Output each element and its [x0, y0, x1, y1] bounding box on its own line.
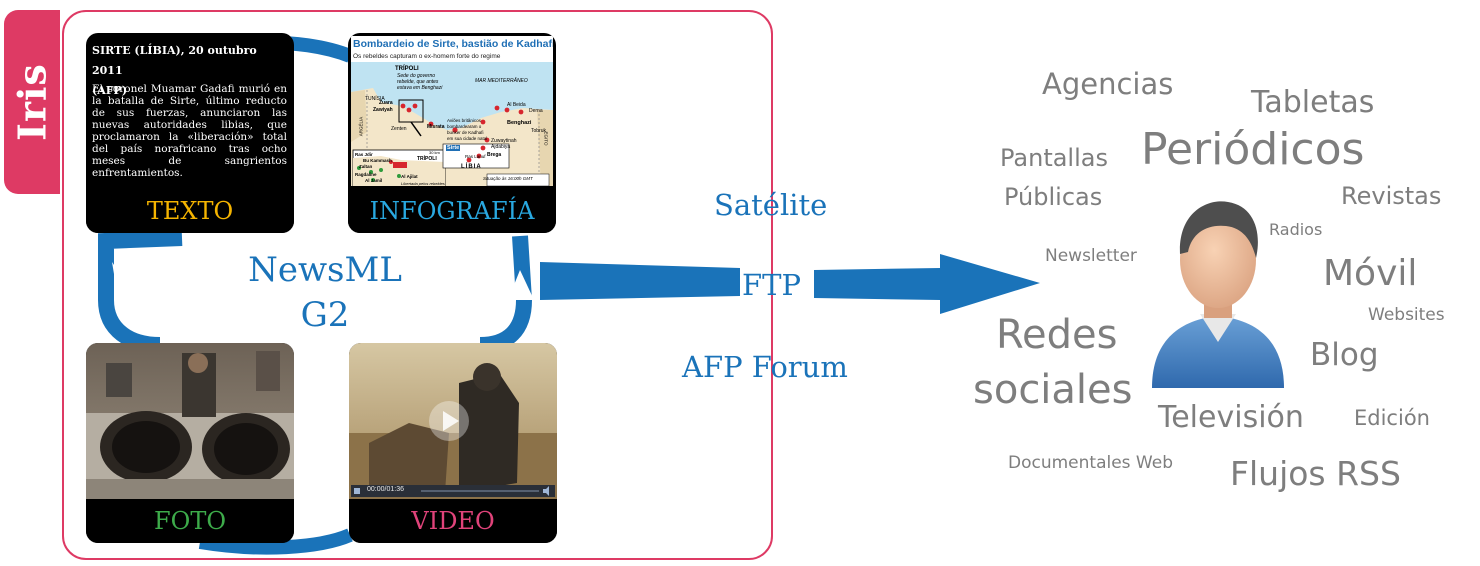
word-sociales: sociales [973, 367, 1133, 413]
infographic-map: Bombardeio de Sirte, bastião de Kadhafi … [351, 36, 553, 186]
word-edicion: Edición [1354, 406, 1430, 430]
map-label-alajilat: Al Ajilat [401, 174, 418, 179]
word-redes: Redes [996, 312, 1118, 358]
infographic-caption: INFOGRAFÍA [348, 189, 556, 233]
text-dateline-line: SIRTE (LÍBIA), 20 outubro 2011 [92, 44, 257, 77]
text-caption: TEXTO [86, 189, 294, 233]
map-label-note5: bombardearam o [447, 124, 482, 129]
map-label-tripoli-inset: TRÍPOLI [417, 156, 437, 162]
map-label-zaltan: Zaltan [359, 164, 373, 169]
map-label-note3: estava em Benghazi [397, 85, 443, 91]
photo-card[interactable]: FOTO [86, 343, 294, 543]
map-label-sea: MAR MEDITERRÂNEO [475, 78, 528, 84]
map-label-zueitina: Zuwaytinah [491, 138, 517, 144]
word-periodicos: Periódicos [1141, 124, 1365, 175]
map-label-raslanuf: Ras Lanuf [465, 154, 486, 159]
video-controls[interactable]: 00:00/01:36 [351, 485, 555, 497]
map-label-note7: em sua cidade natal [447, 136, 488, 141]
volume-icon[interactable] [543, 486, 549, 496]
map-label-zenten: Zenten [391, 126, 407, 132]
map-label-tunisia: TUNÍSIA [365, 96, 385, 102]
infographic-subtitle: Os rebeldes capturam o ex-homem forte do… [353, 53, 501, 60]
map-label-rasjdir: Ras Jdir [355, 152, 373, 157]
map-label-note2: rebelde, que antes [397, 79, 439, 85]
word-revistas: Revistas [1341, 182, 1442, 210]
channel-ftp: FTP [742, 268, 801, 302]
word-blog: Blog [1310, 337, 1379, 373]
map-label-sirte: Sirte [446, 145, 461, 151]
newsml-line2: G2 [300, 295, 350, 335]
map-label-brega: Brega [487, 152, 502, 158]
word-radios: Radios [1269, 220, 1323, 239]
iris-tab: Iris [4, 10, 60, 194]
map-label-ragdaline: Ragdaline [355, 172, 377, 177]
infographic-card[interactable]: Bombardeio de Sirte, bastião de Kadhafi … [348, 33, 556, 233]
map-label-ajdabiya: Ajdabiya [491, 144, 511, 150]
newsml-label: NewsML G2 [230, 248, 420, 338]
text-card[interactable]: SIRTE (LÍBIA), 20 outubro 2011 (AFP) El … [86, 33, 294, 233]
word-tabletas: Tabletas [1251, 85, 1375, 120]
word-television: Televisión [1158, 400, 1304, 435]
text-dateline: SIRTE (LÍBIA), 20 outubro 2011 (AFP) [92, 41, 288, 101]
video-caption: VIDEO [349, 499, 557, 543]
map-label-benghazi: Benghazi [507, 120, 532, 126]
user-avatar-icon [1152, 201, 1284, 388]
map-label-liberated: Libertada pelos rebeldes [401, 181, 445, 186]
map-label-zawiyah: Zawiyah [373, 107, 393, 113]
map-label-misrata: Misrata [427, 124, 445, 130]
map-label-scale: 30 km [429, 150, 440, 155]
photo-caption: FOTO [86, 499, 294, 543]
map-label-tripoli: TRÍPOLI [395, 66, 419, 72]
map-label-zuara: Zuara [379, 100, 393, 106]
word-documentales-web: Documentales Web [1008, 453, 1173, 473]
word-agencias: Agencias [1042, 67, 1174, 101]
map-label-note1: Sede do governo [397, 73, 436, 79]
video-time: 00:00/01:36 [367, 486, 404, 493]
text-source: (AFP) [92, 84, 128, 97]
map-label-situation: Situação às 16:00h GMT [483, 176, 533, 181]
libya-map-graphic [351, 62, 553, 186]
map-label-tobruk: Tobruk [531, 128, 547, 134]
map-label-note4: Aviões britânicos [447, 118, 481, 123]
word-newsletter: Newsletter [1045, 246, 1137, 266]
infographic-title: Bombardeio de Sirte, bastião de Kadhafi [353, 38, 553, 50]
word-pantallas: Pantallas [1000, 144, 1108, 172]
video-card[interactable]: 00:00/01:36 VIDEO [349, 343, 557, 543]
news-photo [86, 343, 294, 499]
channel-afp-forum: AFP Forum [682, 350, 848, 384]
play-pause-icon[interactable] [354, 488, 360, 494]
newsml-line1: NewsML [248, 250, 402, 290]
map-label-albeida: Al Beida [507, 102, 526, 108]
text-body: El coronel Muamar Gadafi murió en la bat… [92, 83, 287, 179]
map-label-note6: bunker de Kadhafi [447, 130, 484, 135]
word-flujos-rss: Flujos RSS [1230, 454, 1401, 493]
map-label-derna: Derna [529, 108, 543, 114]
word-websites: Websites [1368, 305, 1445, 325]
map-label-aljamil: Al Jamil [365, 178, 383, 183]
map-label-libia: LÍBIA [461, 164, 482, 170]
iris-frame [62, 10, 773, 560]
map-label-bukammash: Bu Kammash [363, 158, 392, 163]
word-movil: Móvil [1323, 253, 1418, 294]
channel-satellite: Satélite [714, 188, 828, 222]
word-publicas: Públicas [1004, 183, 1103, 211]
